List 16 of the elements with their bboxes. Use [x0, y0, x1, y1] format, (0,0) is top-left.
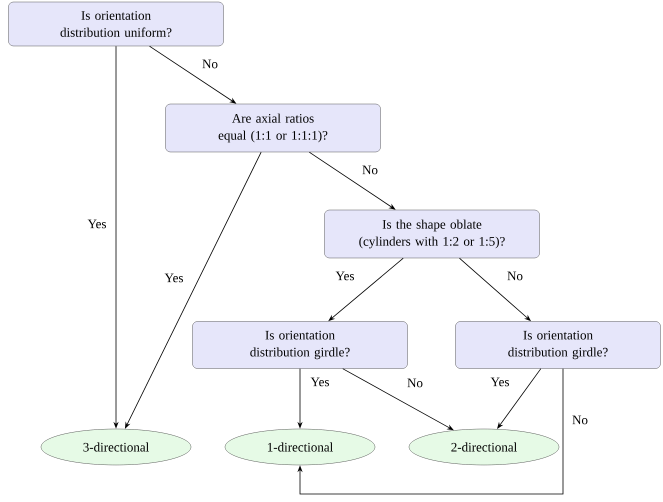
edge-label: No	[506, 270, 524, 282]
edge-label: Yes	[334, 270, 356, 282]
arrow	[297, 368, 564, 494]
decision-box: Is orientation distribution uniform?	[8, 2, 224, 46]
edge-label: Yes	[490, 376, 510, 388]
decision-box: Is orientation distribution girdle?	[455, 321, 661, 369]
decision-box: Is orientation distribution girdle?	[192, 321, 408, 369]
edge-label: No	[406, 378, 424, 388]
edge-label: Yes	[164, 272, 184, 284]
edge-label: No	[571, 414, 589, 426]
edge-label: Yes	[310, 376, 330, 388]
decision-box: Are axial ratios equal (1:1 or 1:1:1)?	[165, 104, 381, 152]
edge-label: Yes	[86, 218, 108, 230]
edge-label: No	[361, 164, 379, 176]
decision-box: Is the shape oblate (cylinders with 1:2 or 1:5)?	[324, 210, 540, 258]
edge-label: No	[201, 58, 219, 70]
